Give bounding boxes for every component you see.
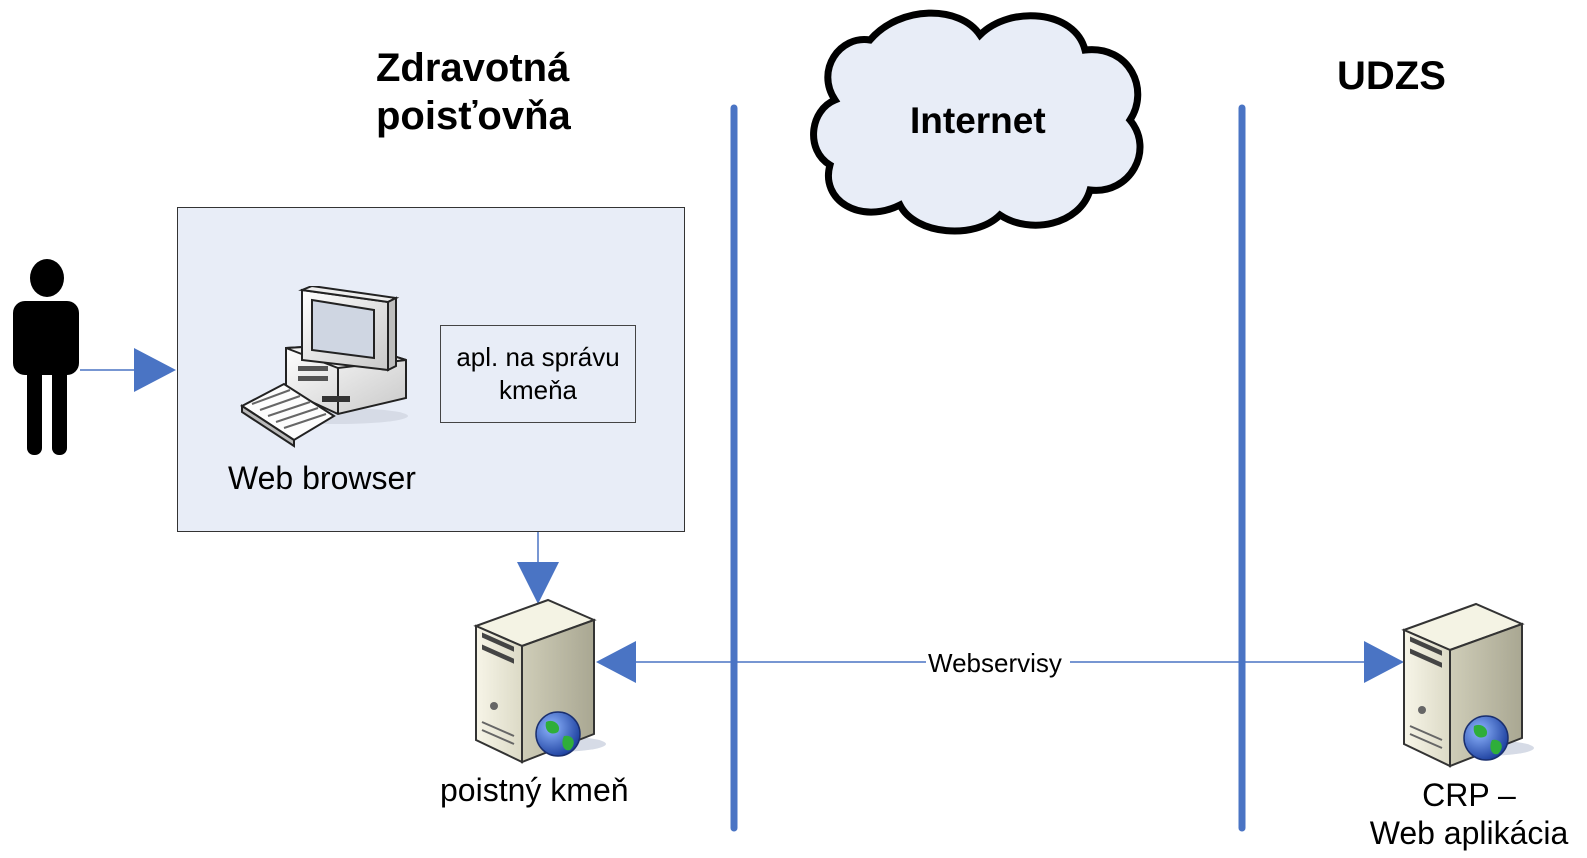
internet-cloud-icon [810, 9, 1144, 235]
webservices-label: Webservisy [926, 648, 1064, 679]
app-management-box: apl. na správu kmeňa [440, 325, 636, 423]
server-left-label: poistný kmeň [440, 772, 629, 808]
desktop-computer-icon [240, 286, 408, 448]
arrow-user-to-browser [80, 348, 176, 392]
zone-title-insurer: Zdravotná poisťovňa [376, 44, 571, 140]
web-browser-label: Web browser [228, 460, 416, 496]
server-right-label-line2: Web aplikácia [1369, 815, 1569, 851]
app-label-line2: kmeňa [498, 375, 578, 405]
zone-title-insurer-line1: Zdravotná [376, 46, 570, 90]
person-icon [13, 259, 79, 455]
crp-web-server-icon [1401, 602, 1534, 768]
web-server-icon [473, 598, 606, 764]
cloud-label: Internet [910, 100, 1046, 141]
zone-title-udzs: UDZS [1337, 54, 1446, 98]
server-right-label-line1: CRP – [1422, 777, 1516, 813]
web-browser-box [177, 207, 685, 532]
server-right-label: CRP – Web aplikácia [1364, 776, 1574, 852]
zone-title-insurer-line2: poisťovňa [376, 94, 571, 138]
app-label-line1: apl. na správu [456, 342, 620, 372]
arrow-webservices [596, 641, 1404, 683]
